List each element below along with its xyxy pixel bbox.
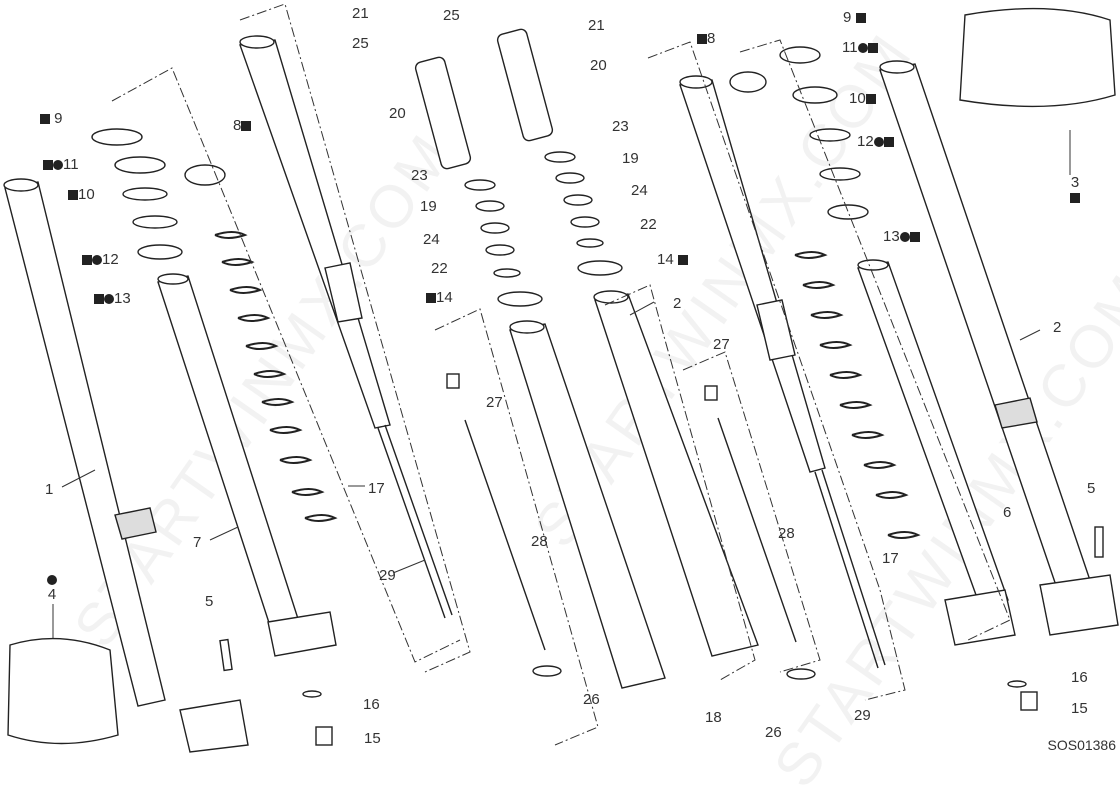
- cartridge-right: [679, 75, 886, 669]
- circle-symbol: [873, 137, 884, 147]
- callout-2: 2: [1053, 319, 1062, 336]
- square-symbol: [426, 293, 436, 303]
- callout-20: 20: [389, 105, 406, 122]
- callout-29: 29: [854, 707, 871, 724]
- spring-right: [794, 251, 921, 539]
- square-symbol: [82, 255, 92, 265]
- square-symbol: [867, 43, 878, 53]
- callout-14: 14: [426, 290, 453, 305]
- callout-29: 29: [379, 567, 396, 584]
- callout-11: 11: [43, 157, 79, 172]
- callout-13: 13: [883, 229, 920, 244]
- fork-exploded-diagram: STARTWINMX.COM STARTWINMX.COM STARTWINMX…: [3, 3, 1120, 799]
- callout-5: 5: [1087, 480, 1096, 497]
- circle-symbol: [857, 43, 868, 53]
- callout-27: 27: [486, 394, 503, 411]
- callout-8: 8: [697, 31, 715, 46]
- circle-symbol: [47, 575, 57, 585]
- callout-16: 16: [1071, 669, 1088, 686]
- callout-3: 3: [1070, 175, 1080, 205]
- callout-26: 26: [583, 691, 600, 708]
- callout-17: 17: [882, 550, 899, 567]
- callout-6: 6: [1003, 504, 1012, 521]
- callout-24: 24: [423, 231, 440, 248]
- square-symbol: [855, 13, 866, 23]
- square-symbol: [241, 121, 252, 131]
- callout-27: 27: [713, 336, 730, 353]
- outer-tube-right: [879, 60, 1096, 604]
- inner-tube-center: [509, 320, 666, 689]
- plug-right: [1020, 691, 1038, 711]
- callout-15: 15: [1071, 700, 1088, 717]
- spring-left: [214, 231, 338, 522]
- seal-kit-4: [7, 637, 119, 745]
- callout-25: 25: [352, 35, 369, 52]
- callout-11: 11: [842, 40, 878, 55]
- square-symbol: [697, 34, 707, 44]
- callout-18: 18: [705, 709, 722, 726]
- square-symbol: [40, 114, 50, 124]
- callout-14: 14: [657, 252, 688, 267]
- callout-12: 12: [82, 252, 119, 267]
- circle-symbol: [104, 294, 114, 304]
- callout-17: 17: [368, 480, 385, 497]
- callout-5: 5: [205, 593, 214, 610]
- parts-drawing: [3, 3, 1119, 753]
- square-symbol: [909, 232, 920, 242]
- callout-8: 8: [233, 118, 252, 133]
- callout-13: 13: [94, 291, 131, 306]
- square-symbol: [94, 294, 104, 304]
- callout-15: 15: [364, 730, 381, 747]
- square-symbol: [68, 190, 78, 200]
- square-symbol: [43, 160, 53, 170]
- rod-left: [464, 419, 546, 651]
- callout-28: 28: [778, 525, 795, 542]
- callout-19: 19: [420, 198, 437, 215]
- callout-25: 25: [443, 7, 460, 24]
- drawing-code: SOS01386: [1047, 737, 1117, 753]
- callout-1: 1: [45, 481, 54, 498]
- rod-right: [717, 417, 797, 643]
- callout-26: 26: [765, 724, 782, 741]
- inner-tube-left: [157, 273, 337, 657]
- callout-12: 12: [857, 134, 894, 149]
- outer-tube-left: [3, 178, 249, 753]
- callout-22: 22: [640, 216, 657, 233]
- callout-22: 22: [431, 260, 448, 277]
- outer-tube-center: [593, 290, 759, 657]
- callout-23: 23: [411, 167, 428, 184]
- callout-28: 28: [531, 533, 548, 550]
- damper-head-right: [496, 28, 554, 142]
- callout-21: 21: [352, 5, 369, 22]
- square-symbol: [865, 94, 876, 104]
- callout-2: 2: [673, 295, 682, 312]
- callout-4: 4: [47, 572, 57, 602]
- square-symbol: [677, 255, 688, 265]
- callout-19: 19: [622, 150, 639, 167]
- callout-21: 21: [588, 17, 605, 34]
- damper-head-left: [414, 56, 472, 170]
- callout-24: 24: [631, 182, 648, 199]
- callout-10: 10: [849, 91, 876, 106]
- plug-left: [315, 726, 333, 746]
- square-symbol: [1070, 193, 1080, 203]
- seal-kit-3: [959, 7, 1116, 108]
- cartridge-left: [239, 35, 453, 619]
- callout-20: 20: [590, 57, 607, 74]
- callout-23: 23: [612, 118, 629, 135]
- square-symbol: [883, 137, 894, 147]
- circle-symbol: [899, 232, 910, 242]
- callout-16: 16: [363, 696, 380, 713]
- circle-symbol: [92, 255, 102, 265]
- callout-9: 9: [843, 10, 866, 25]
- callout-7: 7: [193, 534, 202, 551]
- callout-9: 9: [40, 111, 63, 126]
- circle-symbol: [53, 160, 63, 170]
- callout-10: 10: [68, 187, 95, 202]
